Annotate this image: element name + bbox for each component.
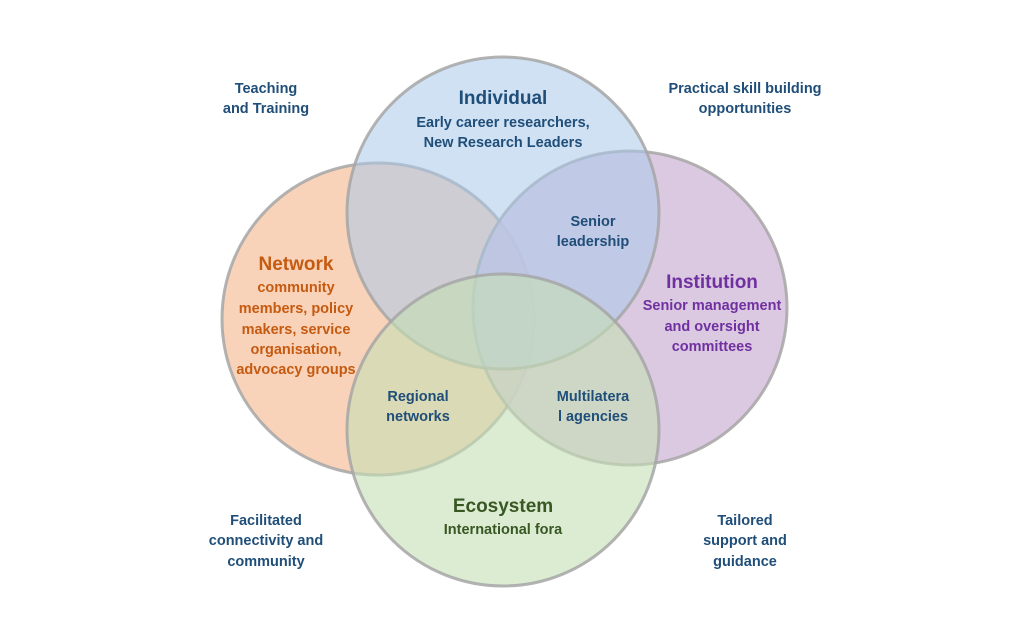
individual-line: New Research Leaders [424,135,583,151]
overlap-network-ecosystem: Regional [387,389,448,405]
ecosystem-title: Ecosystem [453,496,553,517]
ecosystem-line: International fora [444,522,563,538]
corner-top-left: and Training [223,101,309,117]
network-title: Network [259,254,334,275]
corner-bottom-left: Facilitated [230,513,302,529]
institution-line: committees [672,339,753,355]
institution-title: Institution [666,272,758,293]
corner-bottom-right: support and [703,533,787,549]
individual-title: Individual [459,88,548,109]
corner-top-right: Practical skill building [668,81,821,97]
ecosystem-circle [345,272,661,588]
overlap-individual-institution: leadership [557,234,630,250]
institution-line: Senior management [643,298,782,314]
network-line: organisation, [250,342,341,358]
network-line: community [257,280,334,296]
network-line: makers, service [242,322,351,338]
corner-top-right: opportunities [699,101,792,117]
overlap-institution-ecosystem: l agencies [558,409,628,425]
individual-line: Early career researchers, [416,115,589,131]
corner-bottom-right: guidance [713,554,777,570]
network-line: members, policy [239,301,353,317]
network-line: advocacy groups [236,362,355,378]
institution-line: and oversight [664,319,759,335]
overlap-network-ecosystem: networks [386,409,450,425]
corner-bottom-right: Tailored [717,513,772,529]
corner-bottom-left: community [227,554,304,570]
overlap-institution-ecosystem: Multilatera [557,389,630,405]
corner-bottom-left: connectivity and [209,533,323,549]
overlap-individual-institution: Senior [570,214,615,230]
corner-top-left: Teaching [235,81,298,97]
